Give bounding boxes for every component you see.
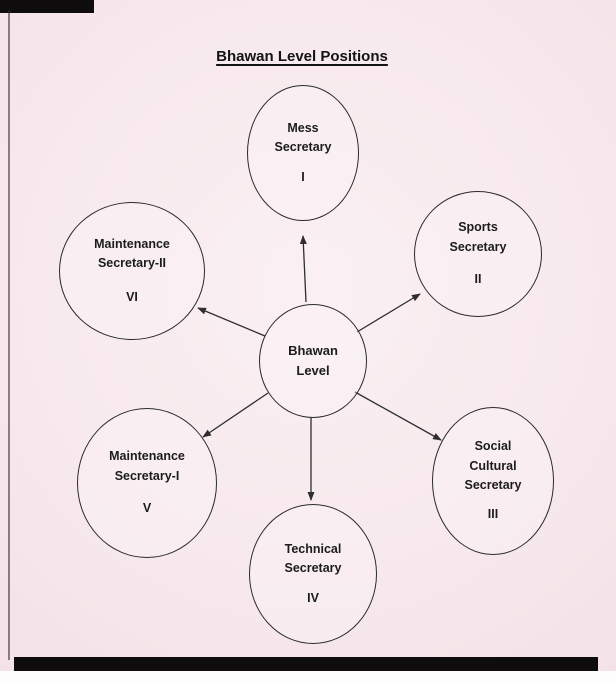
node-label: Maintenance — [109, 449, 185, 464]
node-label: Social — [474, 439, 512, 454]
node-label: Maintenance — [94, 236, 170, 251]
node-numeral: III — [487, 507, 499, 522]
node-sports-secretary: Sports Secretary II — [414, 191, 542, 317]
node-label: Technical — [284, 541, 342, 556]
arrow-center-to-mess — [299, 235, 307, 303]
node-numeral: VI — [126, 289, 138, 304]
node-maintenance-secretary-2: Maintenance Secretary-II VI — [59, 202, 205, 340]
scan-artifact-top-left — [0, 0, 94, 13]
arrow-center-to-social — [354, 391, 442, 441]
node-label: Level — [296, 363, 330, 378]
node-label: Secretary — [274, 140, 332, 155]
scan-artifact-bottom-border — [14, 657, 598, 671]
arrow-center-to-maintenance-1 — [202, 392, 269, 438]
node-numeral: V — [142, 501, 152, 516]
node-numeral: IV — [307, 590, 319, 605]
scan-artifact-bottom-margin — [0, 671, 616, 682]
node-label: Secretary — [464, 478, 522, 492]
node-label: Secretary-I — [114, 468, 180, 483]
node-label: Cultural — [469, 458, 517, 473]
node-numeral: II — [474, 272, 482, 287]
node-label: Secretary — [284, 561, 342, 576]
node-label: Bhawan — [288, 342, 338, 358]
node-label: Sports — [458, 220, 498, 235]
node-label: Secretary-II — [97, 256, 167, 271]
node-label: Secretary — [449, 239, 507, 254]
arrow-center-to-sports — [356, 293, 421, 333]
arrow-center-to-maintenance-2 — [197, 307, 266, 337]
node-label: Mess — [287, 120, 319, 135]
scan-artifact-left-border — [8, 10, 10, 660]
node-bhawan-level-center: Bhawan Level — [259, 304, 367, 418]
node-mess-secretary: Mess Secretary I — [247, 85, 359, 221]
node-numeral: I — [301, 169, 305, 184]
diagram-title: Bhawan Level Positions — [216, 48, 388, 65]
node-technical-secretary: Technical Secretary IV — [249, 504, 377, 644]
node-maintenance-secretary-1: Maintenance Secretary-I V — [77, 408, 217, 558]
node-social-cultural-secretary: Social Cultural Secretary III — [432, 407, 554, 555]
